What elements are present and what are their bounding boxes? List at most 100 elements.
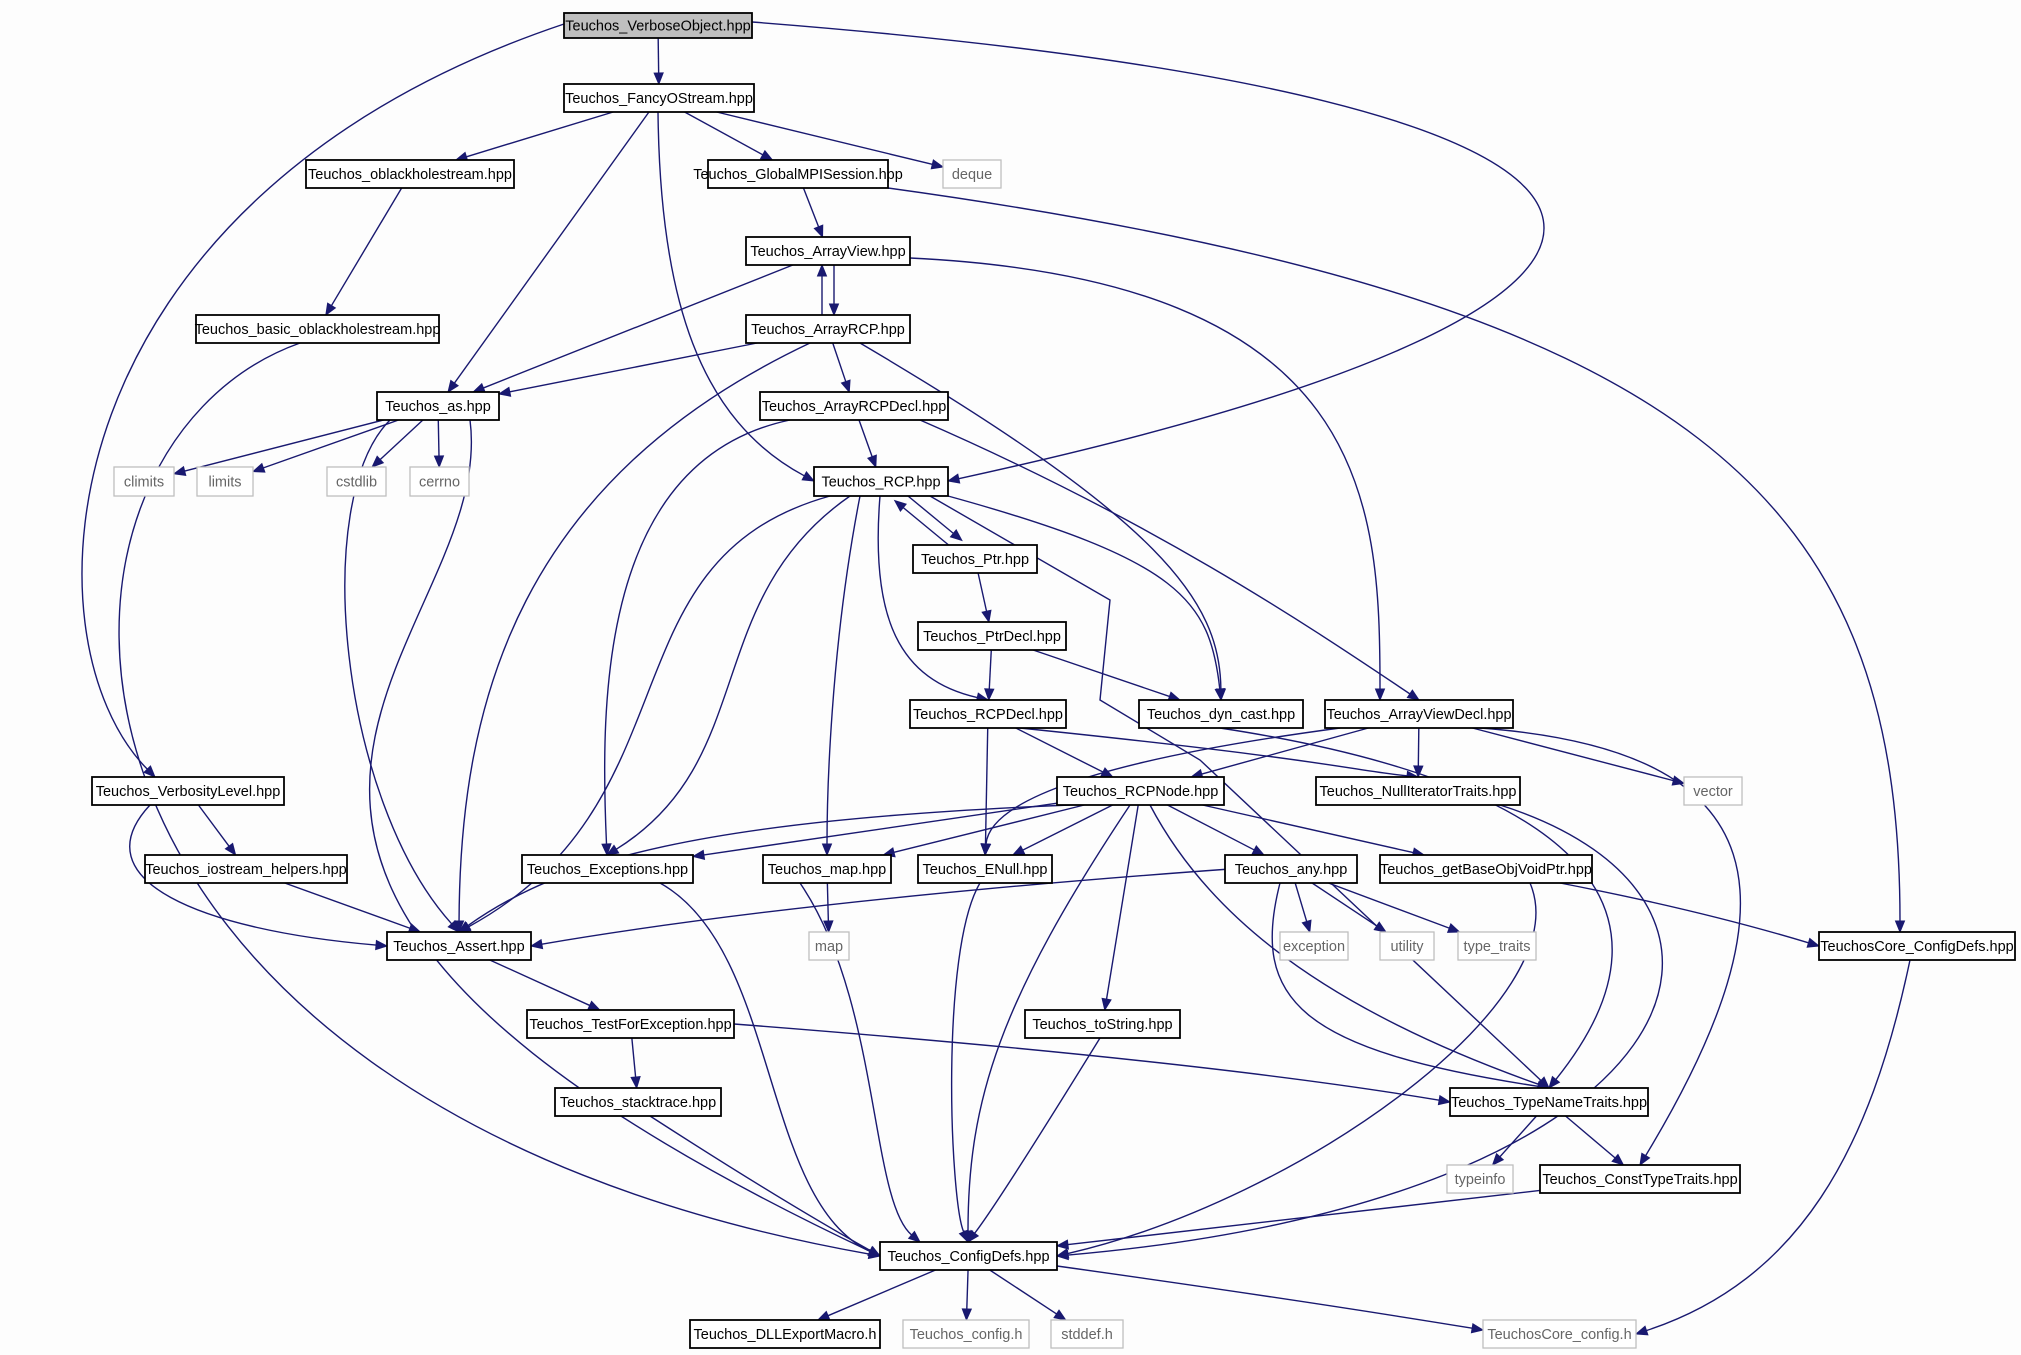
edge-ptr-to-rcp — [893, 499, 955, 551]
node-label: Teuchos_RCP.hpp — [821, 475, 940, 491]
edge-arrayview-to-as — [471, 264, 794, 393]
node-cerrno: cerrno — [409, 466, 470, 497]
node-arrayrcp[interactable]: Teuchos_ArrayRCP.hpp — [745, 314, 911, 344]
node-assert[interactable]: Teuchos_Assert.hpp — [386, 931, 532, 961]
node-box — [1683, 776, 1743, 806]
node-ptr[interactable]: Teuchos_Ptr.hpp — [912, 544, 1038, 574]
node-label: Teuchos_ConfigDefs.hpp — [887, 1249, 1049, 1265]
node-cstdlib: cstdlib — [326, 466, 387, 497]
node-label: exception — [1283, 939, 1345, 955]
node-stddef: stddef.h — [1050, 1319, 1124, 1349]
edge-globalmpisession-to-core_configdefs — [887, 187, 1906, 934]
node-typenametraits[interactable]: Teuchos_TypeNameTraits.hpp — [1449, 1087, 1649, 1117]
node-box — [144, 854, 348, 884]
node-rcp[interactable]: Teuchos_RCP.hpp — [813, 466, 949, 497]
node-box — [1315, 776, 1521, 806]
node-label: Teuchos_GlobalMPISession.hpp — [693, 167, 903, 183]
edge-fancyostream-to-deque — [716, 111, 945, 170]
edge-arrayviewdecl-to-nulliteratortraits — [1413, 727, 1424, 779]
node-exceptions[interactable]: Teuchos_Exceptions.hpp — [521, 854, 694, 884]
node-basic_oblackholestream[interactable]: Teuchos_basic_oblackholestream.hpp — [195, 314, 441, 344]
edge-configdefs-to-core_config_h — [1056, 1265, 1485, 1334]
node-label: Teuchos_RCPDecl.hpp — [913, 707, 1063, 723]
node-stacktrace[interactable]: Teuchos_stacktrace.hpp — [554, 1087, 722, 1117]
node-box — [902, 1319, 1030, 1349]
node-globalmpisession[interactable]: Teuchos_GlobalMPISession.hpp — [693, 159, 903, 189]
node-box — [91, 776, 285, 806]
node-box — [1379, 931, 1435, 961]
node-verbositylevel[interactable]: Teuchos_VerbosityLevel.hpp — [91, 776, 285, 806]
edge-rcpdecl-to-nulliteratortraits — [1019, 727, 1420, 782]
node-box — [409, 466, 470, 497]
node-arrayrcpdecl[interactable]: Teuchos_ArrayRCPDecl.hpp — [759, 391, 949, 421]
node-dllexportmacro[interactable]: Teuchos_DLLExportMacro.h — [689, 1319, 881, 1349]
node-oblackholestream[interactable]: Teuchos_oblackholestream.hpp — [305, 159, 515, 189]
node-nulliteratortraits[interactable]: Teuchos_NullIteratorTraits.hpp — [1315, 776, 1521, 806]
node-box — [759, 391, 949, 421]
node-label: Teuchos_getBaseObjVoidPtr.hpp — [1380, 862, 1592, 878]
node-arrayview[interactable]: Teuchos_ArrayView.hpp — [745, 236, 911, 266]
edge-rcp-to-dyn_cast — [947, 495, 1225, 702]
node-box — [917, 854, 1053, 884]
edge-enull-to-configdefs — [950, 882, 981, 1244]
edge-verboseobject-to-rcp — [751, 21, 1545, 484]
edge-arrayview-to-arrayviewdecl — [909, 257, 1386, 702]
node-dyn_cast[interactable]: Teuchos_dyn_cast.hpp — [1138, 699, 1304, 729]
node-box — [113, 466, 175, 497]
node-iostream_helpers[interactable]: Teuchos_iostream_helpers.hpp — [144, 854, 348, 884]
edge-rcpdecl-to-rcpnode — [1015, 727, 1114, 778]
node-label: Teuchos_ArrayRCP.hpp — [751, 322, 905, 338]
node-label: Teuchos_ArrayViewDecl.hpp — [1326, 707, 1511, 723]
node-box — [1446, 1164, 1514, 1194]
node-ptrdecl[interactable]: Teuchos_PtrDecl.hpp — [917, 621, 1067, 651]
node-as[interactable]: Teuchos_as.hpp — [376, 391, 500, 421]
edge-rcp-to-exceptions — [605, 495, 851, 856]
node-box — [195, 314, 440, 344]
node-configdefs[interactable]: Teuchos_ConfigDefs.hpp — [879, 1241, 1058, 1271]
node-box — [707, 159, 889, 189]
node-box — [808, 931, 850, 961]
node-core_configdefs[interactable]: TeuchosCore_ConfigDefs.hpp — [1818, 931, 2016, 961]
node-enull[interactable]: Teuchos_ENull.hpp — [917, 854, 1053, 884]
edge-as-to-limits — [251, 419, 399, 473]
edge-arrayrcp-to-arrayview — [816, 263, 828, 315]
node-box — [1324, 699, 1514, 729]
node-box — [813, 466, 949, 497]
edge-verbositylevel-to-iostream_helpers — [197, 804, 237, 857]
edge-verbositylevel-to-assert — [129, 804, 389, 951]
node-box — [1482, 1319, 1637, 1349]
node-box — [689, 1319, 881, 1349]
edge-ptrdecl-to-rcpdecl — [984, 649, 995, 702]
node-getbaseobjvoidptr[interactable]: Teuchos_getBaseObjVoidPtr.hpp — [1379, 854, 1593, 884]
node-consttypetraits[interactable]: Teuchos_ConstTypeTraits.hpp — [1539, 1164, 1741, 1194]
node-map_hpp[interactable]: Teuchos_map.hpp — [762, 854, 892, 884]
node-tostring[interactable]: Teuchos_toString.hpp — [1024, 1009, 1181, 1039]
node-label: Teuchos_basic_oblackholestream.hpp — [195, 322, 441, 338]
node-label: stddef.h — [1061, 1327, 1113, 1343]
edge-arrayrcp-to-assert — [453, 342, 811, 934]
node-verboseobject[interactable]: Teuchos_VerboseObject.hpp — [563, 12, 753, 39]
node-rcpdecl[interactable]: Teuchos_RCPDecl.hpp — [909, 699, 1067, 729]
node-core_config_h: TeuchosCore_config.h — [1482, 1319, 1637, 1349]
node-label: TeuchosCore_ConfigDefs.hpp — [1820, 939, 2013, 955]
edge-as-to-climits — [172, 419, 384, 477]
node-label: cerrno — [419, 475, 460, 491]
node-arrayviewdecl[interactable]: Teuchos_ArrayViewDecl.hpp — [1324, 699, 1514, 729]
edge-any-to-type_traits — [1328, 882, 1461, 933]
node-label: typeinfo — [1455, 1172, 1506, 1188]
node-typeinfo: typeinfo — [1446, 1164, 1514, 1194]
edge-arrayrcp-to-as — [497, 342, 758, 397]
node-box — [1024, 1009, 1181, 1039]
node-any[interactable]: Teuchos_any.hpp — [1224, 854, 1358, 884]
node-rcpnode[interactable]: Teuchos_RCPNode.hpp — [1056, 776, 1225, 806]
node-label: Teuchos_Exceptions.hpp — [527, 862, 688, 878]
edge-rcpnode-to-assert — [457, 804, 1071, 933]
node-box — [305, 159, 515, 189]
node-testforexception[interactable]: Teuchos_TestForException.hpp — [526, 1009, 735, 1039]
node-box — [1449, 1087, 1649, 1117]
edge-configdefs-to-config_h — [961, 1269, 973, 1322]
node-fancyostream[interactable]: Teuchos_FancyOStream.hpp — [563, 83, 755, 113]
node-label: utility — [1390, 939, 1424, 955]
node-box — [196, 466, 254, 497]
edge-as-to-cstdlib — [371, 419, 424, 468]
